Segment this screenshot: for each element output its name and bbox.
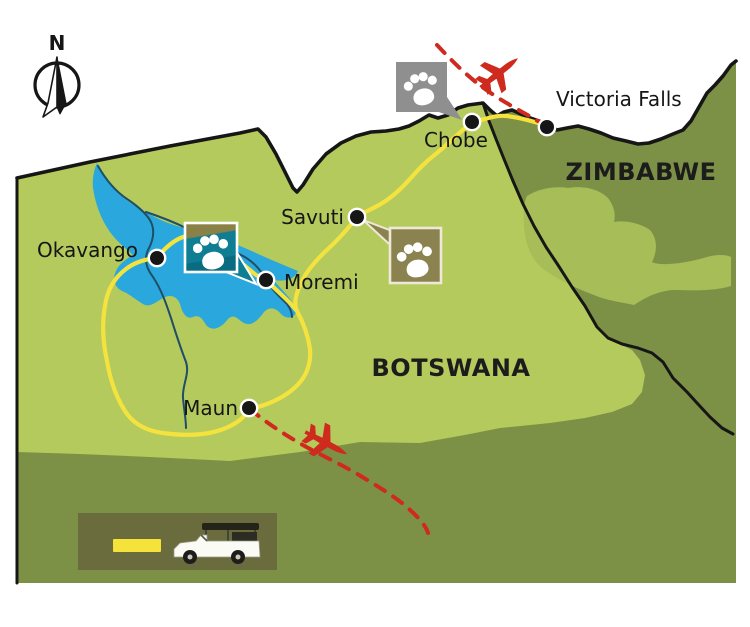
road-victoria-falls-chobe [469,113,550,129]
country-label-botswana: BOTSWANA [372,354,531,382]
legend [78,513,277,570]
place-label-okavango: Okavango [37,238,138,262]
wildlife-marker-chobe [396,62,462,120]
road-savuti-maun [246,214,360,411]
dot-victoria-falls [537,117,557,137]
flight-route-maun [248,407,430,535]
compass-north-label: N [49,31,66,55]
dot-okavango [147,248,167,268]
airplane-icon [469,44,529,102]
place-label-savuti: Savuti [281,205,344,229]
compass-rose: N [33,31,81,118]
flight-routes [248,43,549,535]
dot-savuti [347,207,367,227]
wildlife-marker-moremi [183,221,259,287]
border-north [15,59,738,194]
dot-moremi [256,270,276,290]
safari-truck-icon [173,523,261,564]
flight-route-north [435,43,549,128]
place-label-moremi: Moremi [284,270,359,294]
wildlife-marker-savuti [362,219,443,285]
botswana-region [17,103,645,461]
border-botswana-zimbabwe [481,101,735,436]
map-borders [15,59,738,585]
road-okavango-loop-maun [101,255,252,437]
dot-chobe [462,112,482,132]
place-label-maun: Maun [183,396,238,420]
country-label-zimbabwe: ZIMBABWE [566,158,717,186]
zimbabwe-highlight-area [523,187,731,305]
dot-maun [239,398,259,418]
place-dots [147,112,557,418]
river-south [97,165,189,429]
place-label-chobe: Chobe [424,128,488,152]
place-label-victoria-falls: Victoria Falls [556,87,682,111]
road-chobe-savuti [354,119,475,220]
marker-tail [433,97,462,120]
legend-road-swatch [113,539,161,552]
